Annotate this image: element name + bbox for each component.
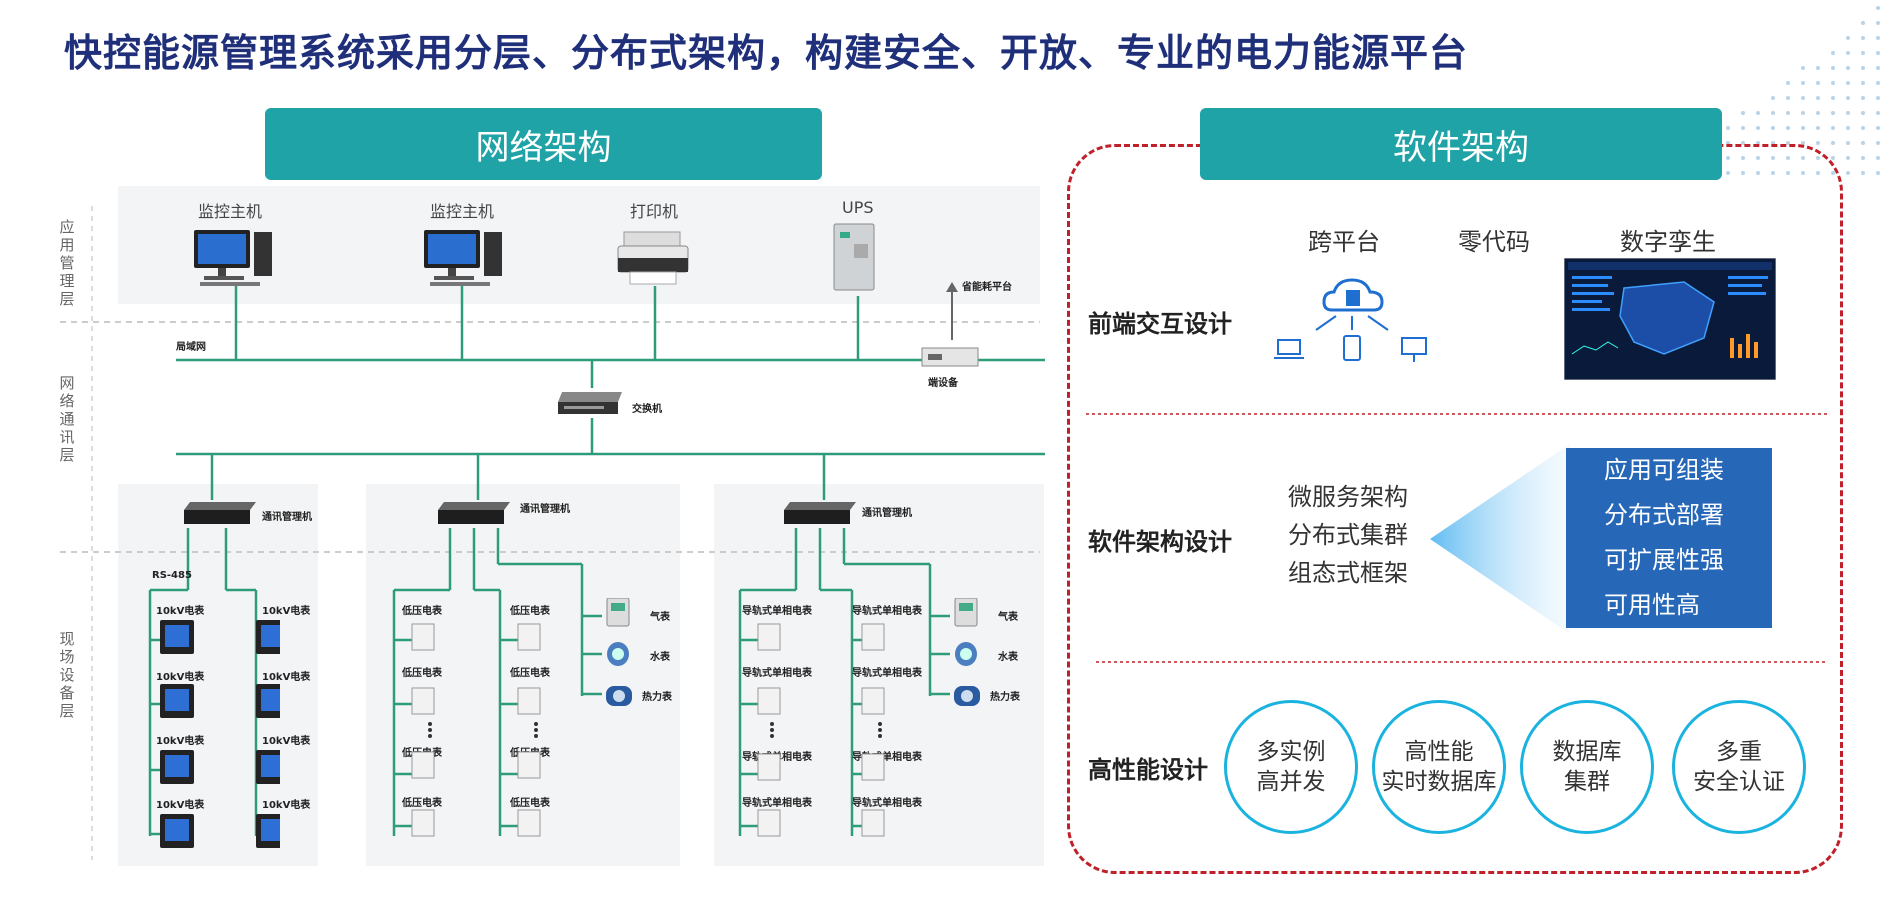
arch-benefits-box: 应用可组装 分布式部署 可扩展性强 可用性高 xyxy=(1566,448,1772,628)
meter-10kv-label: 10kV电表 xyxy=(156,606,205,617)
gas-meter-label: 气表 xyxy=(998,612,1018,623)
meter-10kv-icons xyxy=(160,620,280,848)
meter-10kv-label: 10kV电表 xyxy=(262,736,311,747)
gas-water-heat-icons xyxy=(954,598,980,706)
layer-network-comm: 网络通讯层 xyxy=(59,374,75,464)
microservice-label: 微服务架构 xyxy=(1288,483,1408,511)
rs485-label: RS-485 xyxy=(152,570,192,581)
distributed-cluster-label: 分布式集群 xyxy=(1288,521,1408,549)
meter-rail-label: 导轨式单相电表 xyxy=(852,606,922,617)
switch-icon xyxy=(558,392,622,414)
meter-low-label: 低压电表 xyxy=(402,606,442,617)
network-architecture-banner: 网络架构 xyxy=(265,108,822,180)
configurable-framework-label: 组态式框架 xyxy=(1288,559,1408,587)
meter-10kv-label: 10kV电表 xyxy=(156,736,205,747)
meter-low-label: 低压电表 xyxy=(402,668,442,679)
meter-rail-label: 导轨式单相电表 xyxy=(852,668,922,679)
circle-line-2: 实时数据库 xyxy=(1381,769,1497,795)
field-panel-10kv xyxy=(118,484,318,866)
heat-meter-label: 热力表 xyxy=(642,692,672,703)
circle-line-2: 安全认证 xyxy=(1693,769,1785,795)
gas-meter-label: 气表 xyxy=(650,612,670,623)
meter-10kv-label: 10kV电表 xyxy=(156,800,205,811)
water-meter-label: 水表 xyxy=(650,652,670,663)
meter-rail-icons xyxy=(757,623,885,837)
circle-line-1: 数据库 xyxy=(1552,739,1622,765)
db-cluster-circle: 数据库集群 xyxy=(1520,700,1654,834)
monitor-host-label-1: 监控主机 xyxy=(198,202,263,221)
monitor-host-icon xyxy=(194,230,272,286)
comm-manager-label-1: 通讯管理机 xyxy=(262,512,312,523)
meter-10kv-label: 10kV电表 xyxy=(262,800,311,811)
monitor-host-label-2: 监控主机 xyxy=(430,202,495,221)
scalability-label: 可扩展性强 xyxy=(1604,546,1724,574)
meter-rail-label: 导轨式单相电表 xyxy=(742,798,812,809)
multi-instance-circle: 多实例高并发 xyxy=(1224,700,1358,834)
meter-low-label: 低压电表 xyxy=(510,798,550,809)
cross-platform-label: 跨平台 xyxy=(1308,228,1380,256)
monitor-host-icon xyxy=(424,230,502,286)
layer-app-management: 应用管理层 xyxy=(59,218,75,308)
software-architecture-banner: 软件架构 xyxy=(1200,108,1722,180)
digital-twin-label: 数字孪生 xyxy=(1620,228,1716,256)
software-arch-design-title: 软件架构设计 xyxy=(1088,528,1232,556)
meter-low-label: 低压电表 xyxy=(402,798,442,809)
terminal-device-icon xyxy=(921,347,979,367)
circle-line-2: 高并发 xyxy=(1256,769,1326,795)
circle-line-1: 高性能 xyxy=(1404,739,1474,765)
circle-line-1: 多重 xyxy=(1716,739,1762,765)
comm-manager-label-3: 通讯管理机 xyxy=(862,508,912,519)
digital-twin-dashboard-thumbnail xyxy=(1564,258,1776,380)
meter-low-icons xyxy=(411,623,541,837)
meter-rail-label: 导轨式单相电表 xyxy=(852,752,922,763)
water-meter-label: 水表 xyxy=(998,652,1018,663)
layer-separators xyxy=(60,206,1040,860)
comm-manager-icon xyxy=(784,502,856,524)
comm-manager-label-2: 通讯管理机 xyxy=(520,504,570,515)
security-auth-circle: 多重安全认证 xyxy=(1672,700,1806,834)
ups-label: UPS xyxy=(842,198,874,217)
zero-code-label: 零代码 xyxy=(1458,228,1530,256)
printer-label: 打印机 xyxy=(630,202,679,221)
network-lines xyxy=(148,282,1045,836)
high-performance-title: 高性能设计 xyxy=(1088,756,1208,784)
field-panel-lowvoltage xyxy=(366,484,680,866)
meter-10kv-label: 10kV电表 xyxy=(262,606,311,617)
meter-10kv-label: 10kV电表 xyxy=(262,672,311,683)
comm-manager-icon xyxy=(184,502,256,524)
section-dividers xyxy=(1086,413,1828,663)
cross-platform-icon xyxy=(1274,278,1427,362)
circle-line-1: 多实例 xyxy=(1256,739,1326,765)
circle-line-2: 集群 xyxy=(1564,769,1610,795)
high-availability-label: 可用性高 xyxy=(1604,591,1700,619)
light-beam-graphic xyxy=(1430,444,1570,634)
province-platform-label: 省能耗平台 xyxy=(962,282,1012,293)
frontend-design-title: 前端交互设计 xyxy=(1088,310,1232,338)
layer-field-device: 现场设备层 xyxy=(59,630,75,720)
field-panel-rail xyxy=(714,484,1044,866)
comm-manager-icon xyxy=(438,502,510,524)
meter-low-label: 低压电表 xyxy=(510,606,550,617)
meter-rail-label: 导轨式单相电表 xyxy=(742,606,812,617)
heat-meter-label: 热力表 xyxy=(990,692,1020,703)
meter-rail-label: 导轨式单相电表 xyxy=(742,668,812,679)
page-title: 快控能源管理系统采用分层、分布式架构，构建安全、开放、专业的电力能源平台 xyxy=(64,31,1469,75)
printer-icon xyxy=(617,231,689,285)
gas-water-heat-icons xyxy=(606,598,632,706)
lan-label: 局域网 xyxy=(176,342,206,353)
terminal-label: 端设备 xyxy=(928,378,958,389)
meter-low-label: 低压电表 xyxy=(510,668,550,679)
ups-icon xyxy=(833,223,875,291)
arch-left-list: 微服务架构 分布式集群 组态式框架 xyxy=(1288,478,1408,592)
switch-label: 交换机 xyxy=(632,404,662,415)
realtime-db-circle: 高性能实时数据库 xyxy=(1372,700,1506,834)
distributed-deploy-label: 分布式部署 xyxy=(1604,501,1724,529)
meter-10kv-label: 10kV电表 xyxy=(156,672,205,683)
composable-apps-label: 应用可组装 xyxy=(1604,456,1724,484)
meter-rail-label: 导轨式单相电表 xyxy=(852,798,922,809)
